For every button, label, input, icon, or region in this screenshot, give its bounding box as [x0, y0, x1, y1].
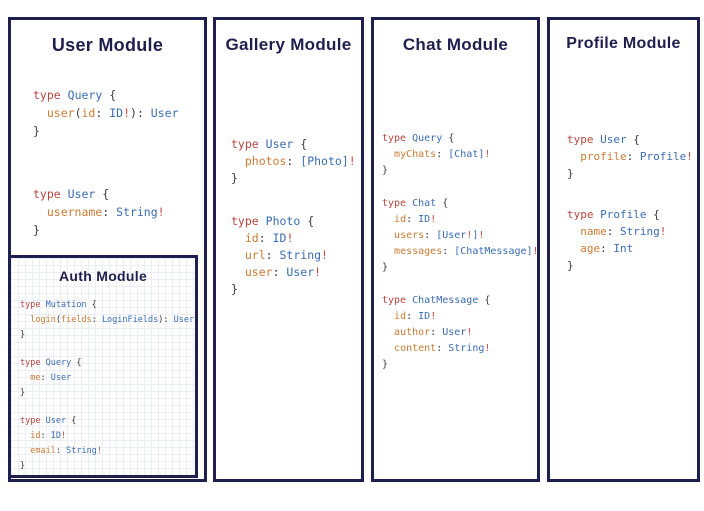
code-line: users: [User!]! [394, 230, 485, 241]
code-line: login(fields: LoginFields): User [30, 315, 195, 325]
code-line: age: Int [580, 242, 634, 255]
code-line: type User { [231, 137, 308, 151]
code-block: type User { username: String!} [33, 185, 179, 239]
code-line: me: User [30, 373, 72, 383]
code-line: } [382, 359, 389, 370]
panel-gallery-module: Gallery Module type User { photos: [Phot… [213, 17, 364, 482]
code-line: id: ID! [394, 311, 437, 322]
code-line: name: String! [580, 225, 667, 238]
code-block: type Profile { name: String! age: Int} [567, 206, 693, 274]
code-line: content: String! [394, 343, 491, 354]
code-line: } [382, 165, 389, 176]
code-line: type Mutation { [20, 300, 97, 310]
code-line: type User { [567, 133, 640, 146]
code-profile-module: type User { profile: Profile!}type Profi… [567, 131, 693, 274]
code-auth-module: type Mutation { login(fields: LoginField… [20, 298, 194, 474]
code-block: type ChatMessage { id: ID! author: User!… [382, 293, 539, 373]
code-block: type Query { myChats: [Chat]!} [382, 131, 539, 179]
code-line: } [20, 330, 26, 340]
code-line: type Query { [20, 358, 82, 368]
code-line: user: User! [244, 265, 322, 279]
code-line: } [20, 461, 26, 471]
code-line: type Chat { [382, 198, 449, 209]
code-line: username: String! [46, 205, 165, 219]
code-block: type Query { me: User} [20, 356, 194, 401]
code-block: type User { photos: [Photo]!} [231, 136, 356, 187]
code-line: url: String! [244, 248, 328, 262]
code-line: type Query { [33, 88, 117, 102]
code-line: id: ID! [30, 431, 67, 441]
code-line: author: User! [394, 327, 473, 338]
code-line: } [20, 388, 26, 398]
panel-title-user-module: User Module [51, 35, 164, 55]
code-line: myChats: [Chat]! [394, 149, 491, 160]
code-line: } [567, 167, 574, 180]
code-line: id: ID! [394, 214, 437, 225]
code-line: } [567, 259, 574, 272]
code-line: } [231, 171, 238, 185]
code-line: profile: Profile! [580, 150, 693, 163]
code-line: type User { [20, 416, 77, 426]
code-line: } [33, 124, 40, 138]
panel-title-profile-module: Profile Module [566, 35, 681, 52]
code-line: type User { [33, 187, 110, 201]
panel-profile-module: Profile Module type User { profile: Prof… [547, 17, 700, 482]
code-line: type Photo { [231, 214, 315, 228]
code-line: } [33, 223, 40, 237]
code-line: } [231, 282, 238, 296]
code-chat-module: type Query { myChats: [Chat]!}type Chat … [382, 131, 539, 373]
code-block: type Photo { id: ID! url: String! user: … [231, 213, 356, 298]
panel-title-gallery-module: Gallery Module [225, 35, 352, 54]
code-line: } [382, 262, 389, 273]
code-line: user(id: ID!): User [46, 106, 179, 120]
code-line: messages: [ChatMessage]! [394, 246, 539, 257]
panel-title-auth-module: Auth Module [58, 268, 148, 284]
code-block: type Mutation { login(fields: LoginField… [20, 298, 194, 343]
code-gallery-module: type User { photos: [Photo]!}type Photo … [231, 136, 356, 298]
code-line: id: ID! [244, 231, 294, 245]
code-line: photos: [Photo]! [244, 154, 356, 168]
code-line: type Profile { [567, 208, 660, 221]
code-line: type Query { [382, 133, 455, 144]
panel-chat-module: Chat Module type Query { myChats: [Chat]… [371, 17, 540, 482]
panel-auth-module: Auth Module type Mutation { login(fields… [8, 255, 198, 478]
code-block: type User { id: ID! email: String!} [20, 414, 194, 474]
panel-title-chat-module: Chat Module [402, 35, 509, 54]
code-block: type User { profile: Profile!} [567, 131, 693, 182]
code-block: type Chat { id: ID! users: [User!]! mess… [382, 196, 539, 276]
code-block: type Query { user(id: ID!): User} [33, 86, 179, 140]
code-line: type ChatMessage { [382, 295, 491, 306]
code-user-module: type Query { user(id: ID!): User}type Us… [33, 86, 179, 239]
code-line: email: String! [30, 446, 102, 456]
